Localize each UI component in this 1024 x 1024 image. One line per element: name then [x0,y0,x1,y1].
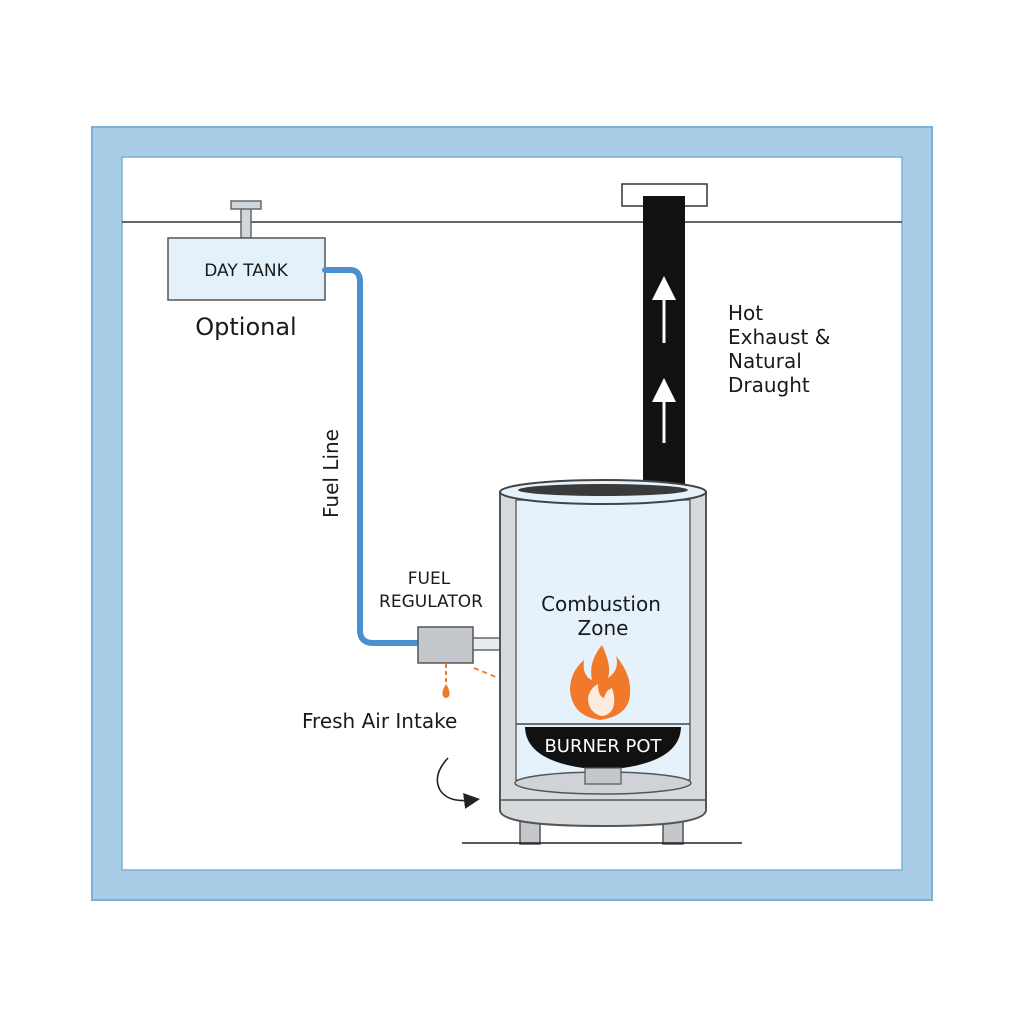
fuel-regulator-label-line2: REGULATOR [379,592,483,612]
fresh-air-arrow-icon [436,757,480,809]
burner-pot [525,727,681,770]
burner-pot-stem [584,767,622,785]
combustion-zone-label-line1: Combustion [541,592,661,616]
exhaust-label-line2: Exhaust & [728,325,830,349]
day-tank: DAY TANK [167,200,326,301]
fuel-line-label: Fuel Line [319,429,343,518]
fuel-regulator-label-line1: FUEL [408,569,451,589]
regulator-feed-pipe [472,637,501,651]
combustion-zone-label-line2: Zone [578,616,629,640]
heater-top-opening [518,484,688,496]
burner-pot-label: BURNER POT [544,736,662,757]
day-tank-cap-stem [240,205,252,239]
chimney-flue [643,196,685,494]
day-tank-cap [230,200,262,210]
fuel-regulator [417,626,474,664]
fuel-drip-icon [442,684,450,698]
exhaust-label-line4: Draught [728,373,810,397]
optional-label: Optional [195,313,296,341]
exhaust-label-line3: Natural [728,349,802,373]
fuel-line-pipe [322,267,421,646]
fresh-air-label: Fresh Air Intake [302,709,457,733]
flame-icon [570,645,631,720]
day-tank-label: DAY TANK [204,261,288,281]
exhaust-label-line1: Hot [728,301,763,325]
